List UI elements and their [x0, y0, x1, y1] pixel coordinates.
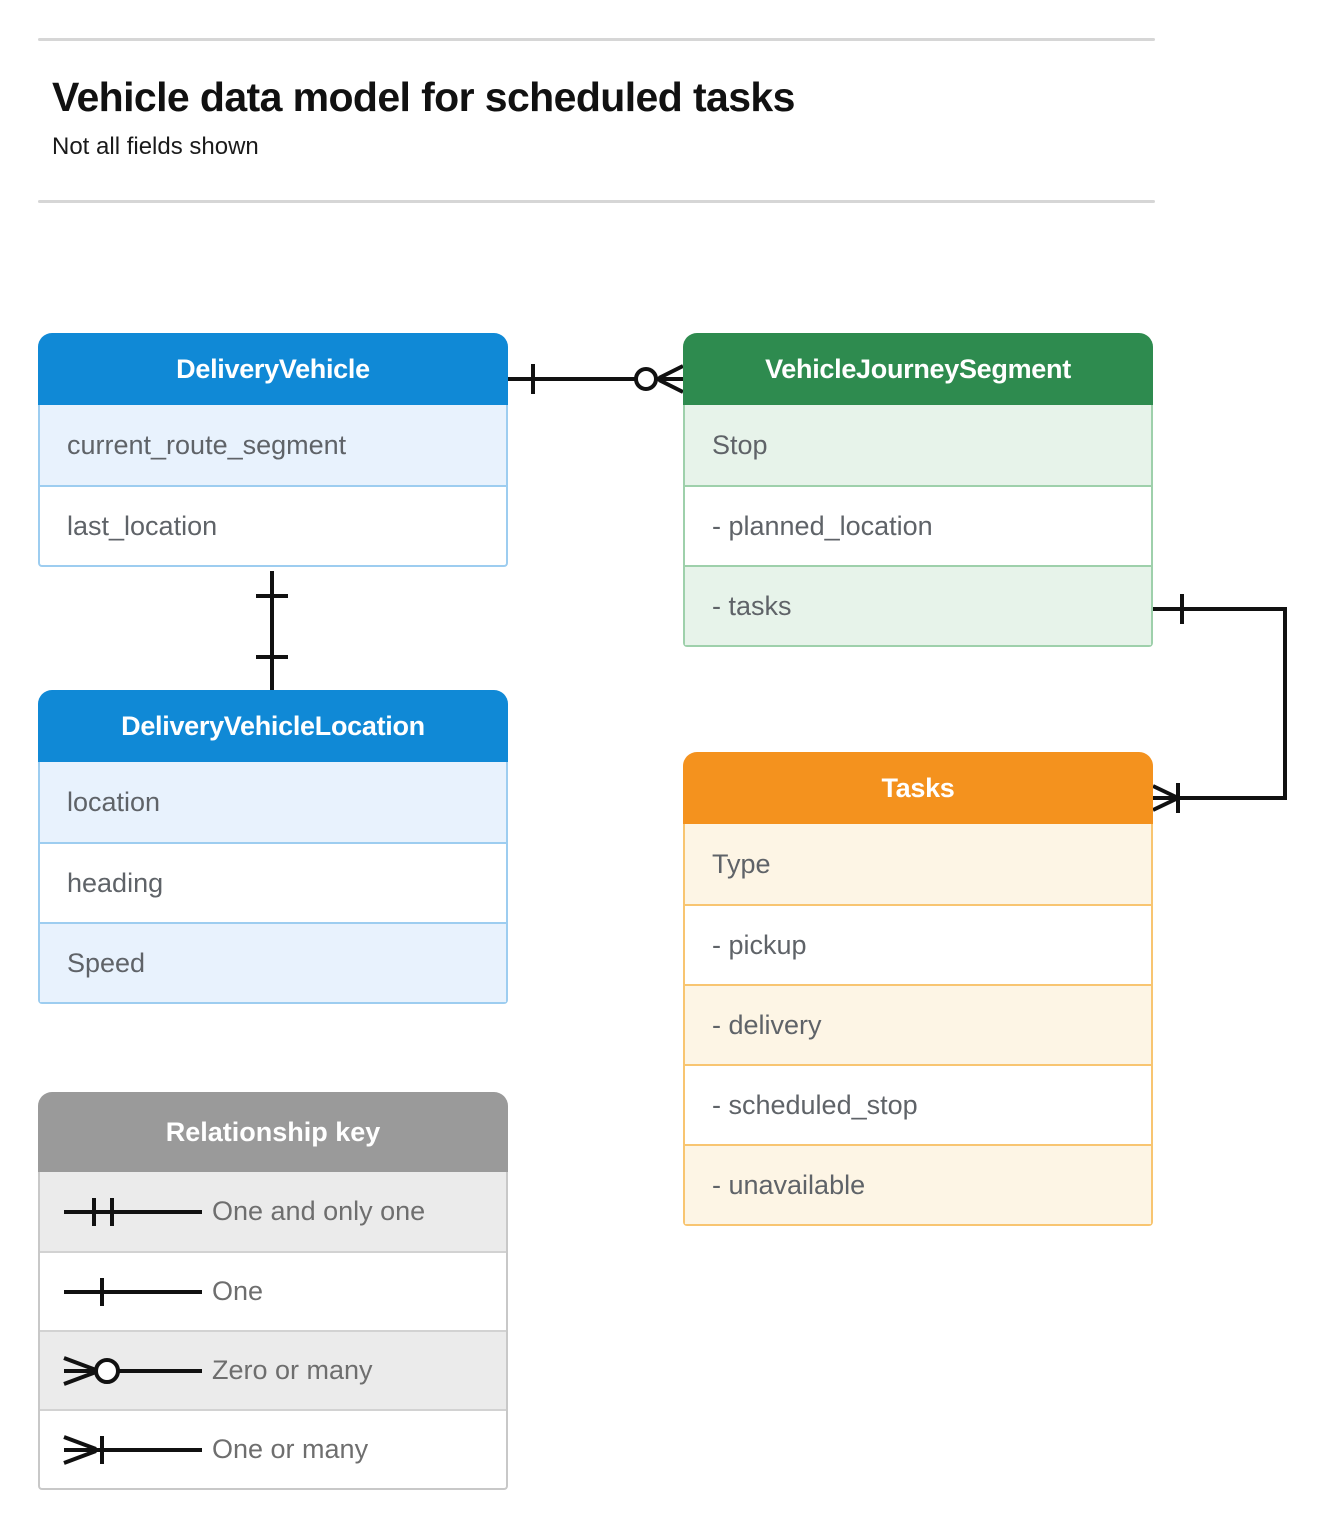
legend-item-zero-or-many[interactable]: Zero or many [40, 1330, 506, 1409]
entity-tasks-fields: Type - pickup - delivery - scheduled_sto… [683, 824, 1153, 1226]
relationship-key-rows: One and only one One Zero [38, 1172, 508, 1490]
entity-field[interactable]: location [40, 762, 506, 842]
legend-item-label: One and only one [212, 1196, 426, 1226]
one-and-only-one-symbol-icon [40, 1192, 212, 1232]
page-title: Vehicle data model for scheduled tasks [52, 74, 795, 120]
legend-item-one[interactable]: One [40, 1251, 506, 1330]
header-divider-top [38, 38, 1155, 41]
page-subtitle: Not all fields shown [52, 133, 259, 160]
legend-item-one-and-only-one[interactable]: One and only one [40, 1172, 506, 1251]
relationship-key-legend: Relationship key One and only one One [38, 1092, 508, 1490]
entity-tasks-title: Tasks [683, 752, 1153, 824]
legend-item-label: One or many [212, 1434, 369, 1464]
connector-vehiclejourneysegment-tasks [1152, 594, 1287, 813]
entity-deliveryvehiclelocation-fields: location heading Speed [38, 762, 508, 1004]
entity-deliveryvehiclelocation[interactable]: DeliveryVehicleLocation location heading… [38, 690, 508, 1004]
entity-field[interactable]: current_route_segment [40, 405, 506, 485]
entity-field[interactable]: Speed [40, 922, 506, 1002]
entity-vehiclejourneysegment-title: VehicleJourneySegment [683, 333, 1153, 405]
legend-item-one-or-many[interactable]: One or many [40, 1409, 506, 1488]
entity-deliveryvehiclelocation-title: DeliveryVehicleLocation [38, 690, 508, 762]
relationship-key-title: Relationship key [38, 1092, 508, 1172]
legend-item-label: One [212, 1276, 264, 1306]
zero-or-many-symbol-icon [40, 1351, 212, 1391]
entity-vehiclejourneysegment[interactable]: VehicleJourneySegment Stop - planned_loc… [683, 333, 1153, 647]
entity-field[interactable]: Stop [685, 405, 1151, 485]
entity-deliveryvehicle-fields: current_route_segment last_location [38, 405, 508, 567]
connector-deliveryvehicle-deliveryvehiclelocation [256, 571, 288, 690]
entity-deliveryvehicle-title: DeliveryVehicle [38, 333, 508, 405]
entity-field[interactable]: - tasks [685, 565, 1151, 645]
entity-vehiclejourneysegment-fields: Stop - planned_location - tasks [683, 405, 1153, 647]
legend-item-label: Zero or many [212, 1355, 373, 1385]
entity-tasks[interactable]: Tasks Type - pickup - delivery - schedul… [683, 752, 1153, 1226]
entity-field[interactable]: - unavailable [685, 1144, 1151, 1224]
one-symbol-icon [40, 1272, 212, 1312]
entity-field[interactable]: - delivery [685, 984, 1151, 1064]
entity-deliveryvehicle[interactable]: DeliveryVehicle current_route_segment la… [38, 333, 508, 567]
connector-deliveryvehicle-vehiclejourneysegment [508, 364, 684, 394]
entity-field[interactable]: - pickup [685, 904, 1151, 984]
entity-field[interactable]: last_location [40, 485, 506, 565]
entity-field[interactable]: - planned_location [685, 485, 1151, 565]
entity-field[interactable]: heading [40, 842, 506, 922]
one-or-many-symbol-icon [40, 1430, 212, 1470]
entity-field[interactable]: Type [685, 824, 1151, 904]
header-divider-bottom [38, 200, 1155, 203]
entity-field[interactable]: - scheduled_stop [685, 1064, 1151, 1144]
